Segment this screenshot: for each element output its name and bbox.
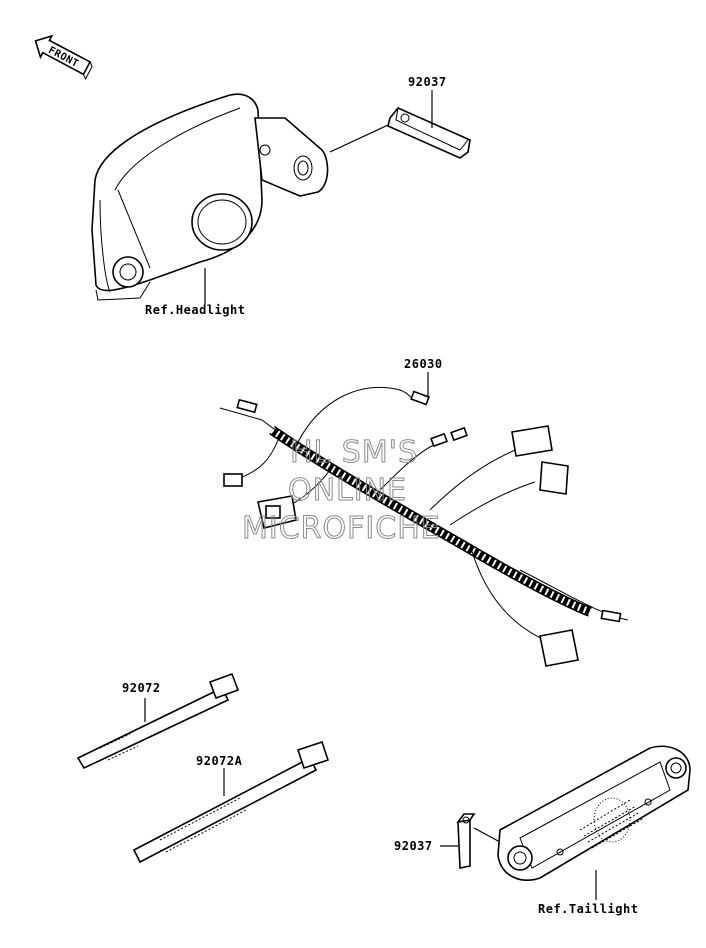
p92037-top-label: 92037 [408,75,447,89]
p26030-label: 26030 [404,357,443,371]
cable-tie-92072A [132,740,330,864]
headlight-assembly [91,93,329,301]
wiring-harness [219,386,629,667]
clip-92037-bottom [456,813,476,869]
taillight-ref-label: Ref.Taillight [538,902,638,916]
cable-tie-92072 [76,672,240,770]
watermark-line-1: HL SM'S [290,435,418,470]
watermark-line-2: ONLINE [288,473,407,508]
p92072-label: 92072 [122,681,161,695]
clip-to-taillight-line [473,827,501,843]
headlight-ref-label: Ref.Headlight [145,303,245,317]
p92072A-label: 92072A [196,754,243,768]
watermark-line-3: MICROFICHE [242,511,441,546]
clip-92037-top [387,107,471,159]
clip-to-headlight-line [329,124,389,153]
front-arrow: FRONT [34,34,93,80]
taillight-assembly [497,745,691,881]
p92037-bottom-label: 92037 [394,839,433,853]
